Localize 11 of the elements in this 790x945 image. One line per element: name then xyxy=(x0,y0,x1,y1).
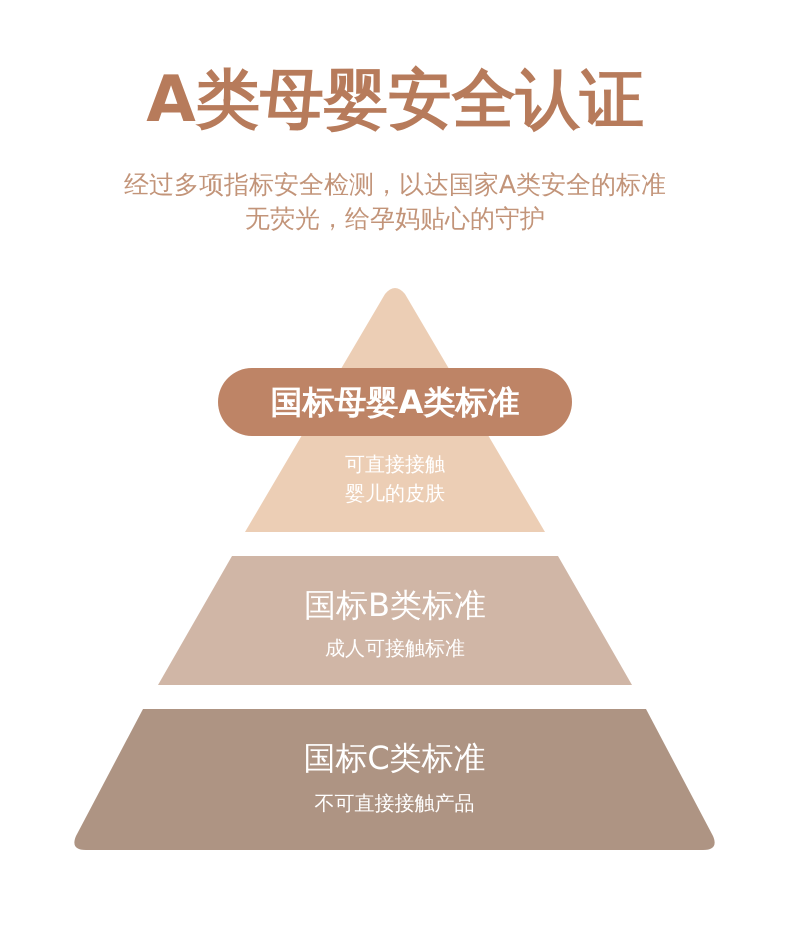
tier-description: 不可直接接触产品 xyxy=(314,790,474,818)
title: A类母婴安全认证 xyxy=(145,62,645,139)
tier-heading: 国标B类标准 xyxy=(304,586,486,624)
subtitle: 无荧光，给孕妈贴心的守护 xyxy=(244,204,546,234)
tier-heading: 国标C类标准 xyxy=(303,739,486,778)
pyramid-tier xyxy=(158,556,632,685)
tier-description: 可直接接触婴儿的皮肤 xyxy=(344,451,446,507)
subtitle: 经过多项指标安全检测，以达国家A类安全的标准 xyxy=(122,170,668,200)
pyramid-tier xyxy=(72,709,717,850)
tier-description: 成人可接触标准 xyxy=(325,635,465,662)
tier-heading: 国标母婴A类标准 xyxy=(270,382,520,422)
